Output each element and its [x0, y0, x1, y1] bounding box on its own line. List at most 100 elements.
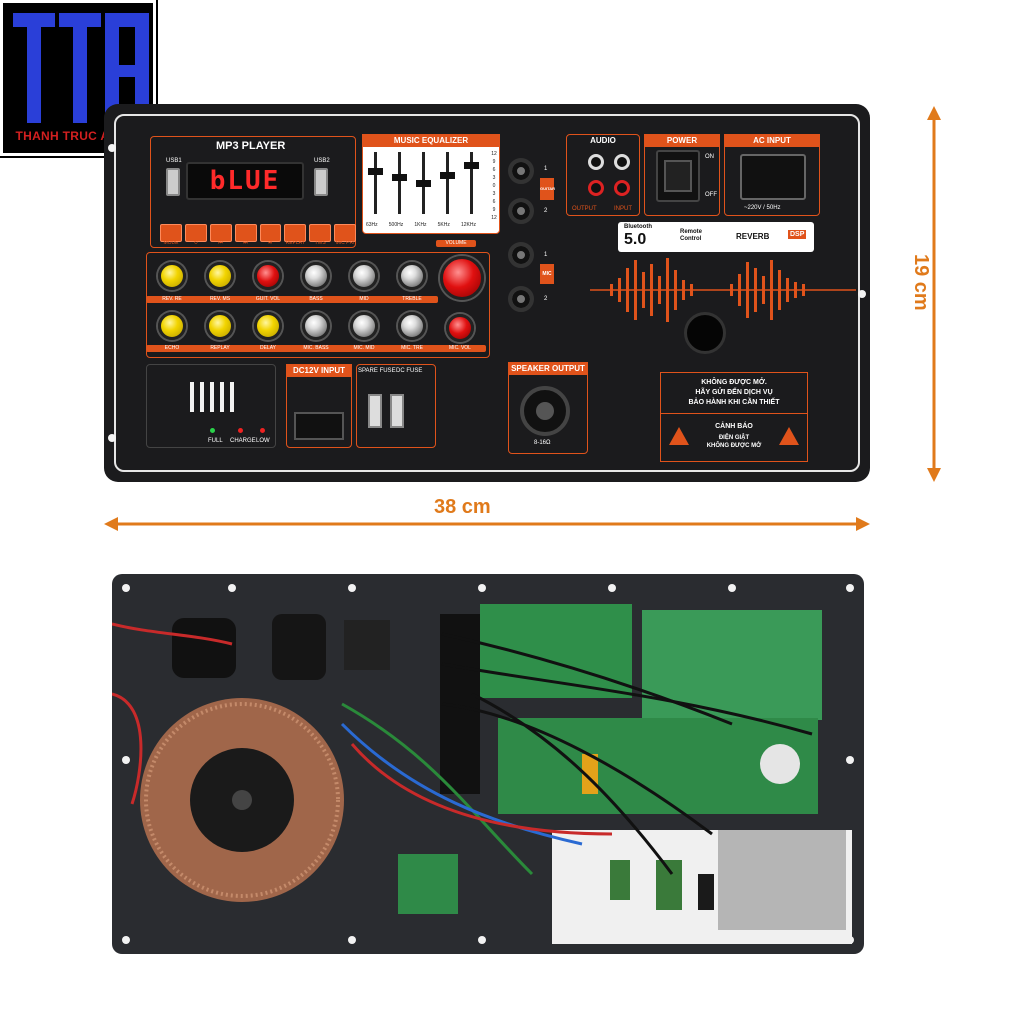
- full-label: FULL: [208, 438, 223, 444]
- rca-red-out[interactable]: [588, 180, 604, 196]
- bluetooth-version: 5.0: [624, 231, 647, 248]
- mp3-button-labels: MODE ↻ ⏮ ⏭ ⏯ REPLAY TWS MIC PRI: [160, 240, 356, 246]
- usb1-port[interactable]: [166, 168, 180, 196]
- mic-jack-1[interactable]: [508, 242, 534, 268]
- rca-white-out[interactable]: [588, 154, 604, 170]
- mic-pri-button[interactable]: [334, 224, 356, 242]
- button-label: ⏯: [268, 240, 273, 246]
- jack-number: 1: [544, 252, 548, 258]
- mic-bass-knob[interactable]: [302, 312, 330, 340]
- power-off-label: OFF: [705, 192, 717, 198]
- replay-button[interactable]: [284, 224, 307, 242]
- internal-components-graphic: [112, 584, 854, 944]
- ac-input-title: AC INPUT: [724, 134, 820, 147]
- knob-label: MIC. BASS: [290, 345, 342, 352]
- audio-title: AUDIO: [590, 136, 616, 145]
- mode-button[interactable]: [160, 224, 182, 242]
- treble-knob[interactable]: [398, 262, 426, 290]
- eq-scale-mark: 12: [491, 151, 497, 157]
- bluetooth-strip: Bluetooth 5.0 Remote Control REVERB DSP: [618, 222, 814, 252]
- speaker-output-title: SPEAKER OUTPUT: [508, 362, 588, 375]
- guitar-jack-2[interactable]: [508, 198, 534, 224]
- exclamation-warning-icon: [779, 427, 799, 445]
- delay-knob[interactable]: [254, 312, 282, 340]
- power-switch[interactable]: [656, 150, 700, 202]
- button-label: REPLAY: [285, 240, 305, 246]
- ac-spec: ~220V / 50Hz: [744, 205, 781, 211]
- knob-label: MID: [338, 296, 390, 303]
- replay-knob[interactable]: [206, 312, 234, 340]
- speakon-connector[interactable]: [520, 386, 570, 436]
- knob-label: MIC. MID: [338, 345, 390, 352]
- button-label: TWS: [314, 240, 326, 246]
- echo-knob[interactable]: [158, 312, 186, 340]
- charge-section: [146, 364, 276, 448]
- tws-button[interactable]: [309, 224, 332, 242]
- prev-button[interactable]: [209, 224, 232, 242]
- guitar-jack-1[interactable]: [508, 158, 534, 184]
- volume-knob[interactable]: [440, 256, 484, 300]
- rev-ms-knob[interactable]: [206, 262, 234, 290]
- eq-band-label: 12KHz: [460, 222, 476, 228]
- reverb-label: REVERB: [736, 232, 770, 241]
- eq-band-labels: 63Hz 500Hz 1KHz 5KHz 12KHz: [366, 222, 476, 228]
- usb2-port[interactable]: [314, 168, 328, 196]
- rev-re-knob[interactable]: [158, 262, 186, 290]
- eq-scale-mark: 3: [492, 191, 496, 197]
- dc-terminal[interactable]: [294, 412, 344, 440]
- eq-scale-mark: 6: [492, 167, 496, 173]
- guit-vol-knob[interactable]: [254, 262, 282, 290]
- divider: [661, 413, 807, 414]
- knob-label: BASS: [290, 296, 342, 303]
- warning-line: ĐIỆN GIẬT: [718, 435, 750, 441]
- knob-label: MIC. TRE: [386, 345, 438, 352]
- bluetooth-label: Bluetooth: [624, 224, 652, 230]
- screw: [108, 434, 116, 442]
- repeat-button[interactable]: [184, 224, 207, 242]
- warning-title: CẢNH BÁO: [715, 423, 753, 430]
- mic-mid-knob[interactable]: [350, 312, 378, 340]
- shock-warning-icon: [669, 427, 689, 445]
- knob-section: [146, 252, 490, 358]
- charge-label: CHARGE: [230, 438, 256, 444]
- eq-scale-mark: 3: [492, 175, 496, 181]
- equalizer-sliders[interactable]: [364, 148, 498, 232]
- speakon-inner: [536, 402, 554, 420]
- rca-red-in[interactable]: [614, 180, 630, 196]
- screw: [858, 290, 866, 298]
- ac-socket[interactable]: [740, 154, 806, 200]
- knob-label: GUIT. VOL: [242, 296, 294, 303]
- mic-vol-label: MIC. VOL: [434, 345, 486, 352]
- mid-knob[interactable]: [350, 262, 378, 290]
- width-arrow: [104, 517, 870, 531]
- knob-label: ECHO: [146, 345, 198, 352]
- mic-jack-2[interactable]: [508, 286, 534, 312]
- eq-scale-mark: 9: [492, 207, 496, 213]
- audio-section: [566, 134, 640, 216]
- knob-label: REPLAY: [194, 345, 246, 352]
- notice-line: KHÔNG ĐƯỢC MỞ.: [701, 379, 767, 386]
- guitar-label: GUITAR: [540, 178, 555, 200]
- eq-scale-mark: 12: [491, 215, 497, 221]
- mic-tre-knob[interactable]: [398, 312, 426, 340]
- warning-line: KHÔNG ĐƯỢC MỞ: [706, 443, 762, 449]
- bass-knob[interactable]: [302, 262, 330, 290]
- waveform-graphic: [590, 258, 856, 322]
- mp3-title: MP3 PLAYER: [216, 140, 286, 152]
- mic-vol-knob[interactable]: [446, 314, 474, 342]
- full-led: [210, 428, 215, 433]
- play-pause-button[interactable]: [259, 224, 282, 242]
- rca-output-label: OUTPUT: [572, 206, 597, 212]
- rca-white-in[interactable]: [614, 154, 630, 170]
- logo-letters-graphic: [13, 13, 149, 123]
- knob-label: TREBLE: [386, 296, 438, 303]
- dc-fuse[interactable]: [390, 394, 404, 428]
- next-button[interactable]: [234, 224, 257, 242]
- heatsink-graphic: [190, 382, 234, 412]
- spare-fuse: [368, 394, 382, 428]
- notice-line: BẢO HÀNH KHI CẦN THIẾT: [688, 399, 780, 406]
- button-label: MODE: [163, 240, 179, 246]
- button-label: ↻: [193, 240, 198, 246]
- low-led: [260, 428, 265, 433]
